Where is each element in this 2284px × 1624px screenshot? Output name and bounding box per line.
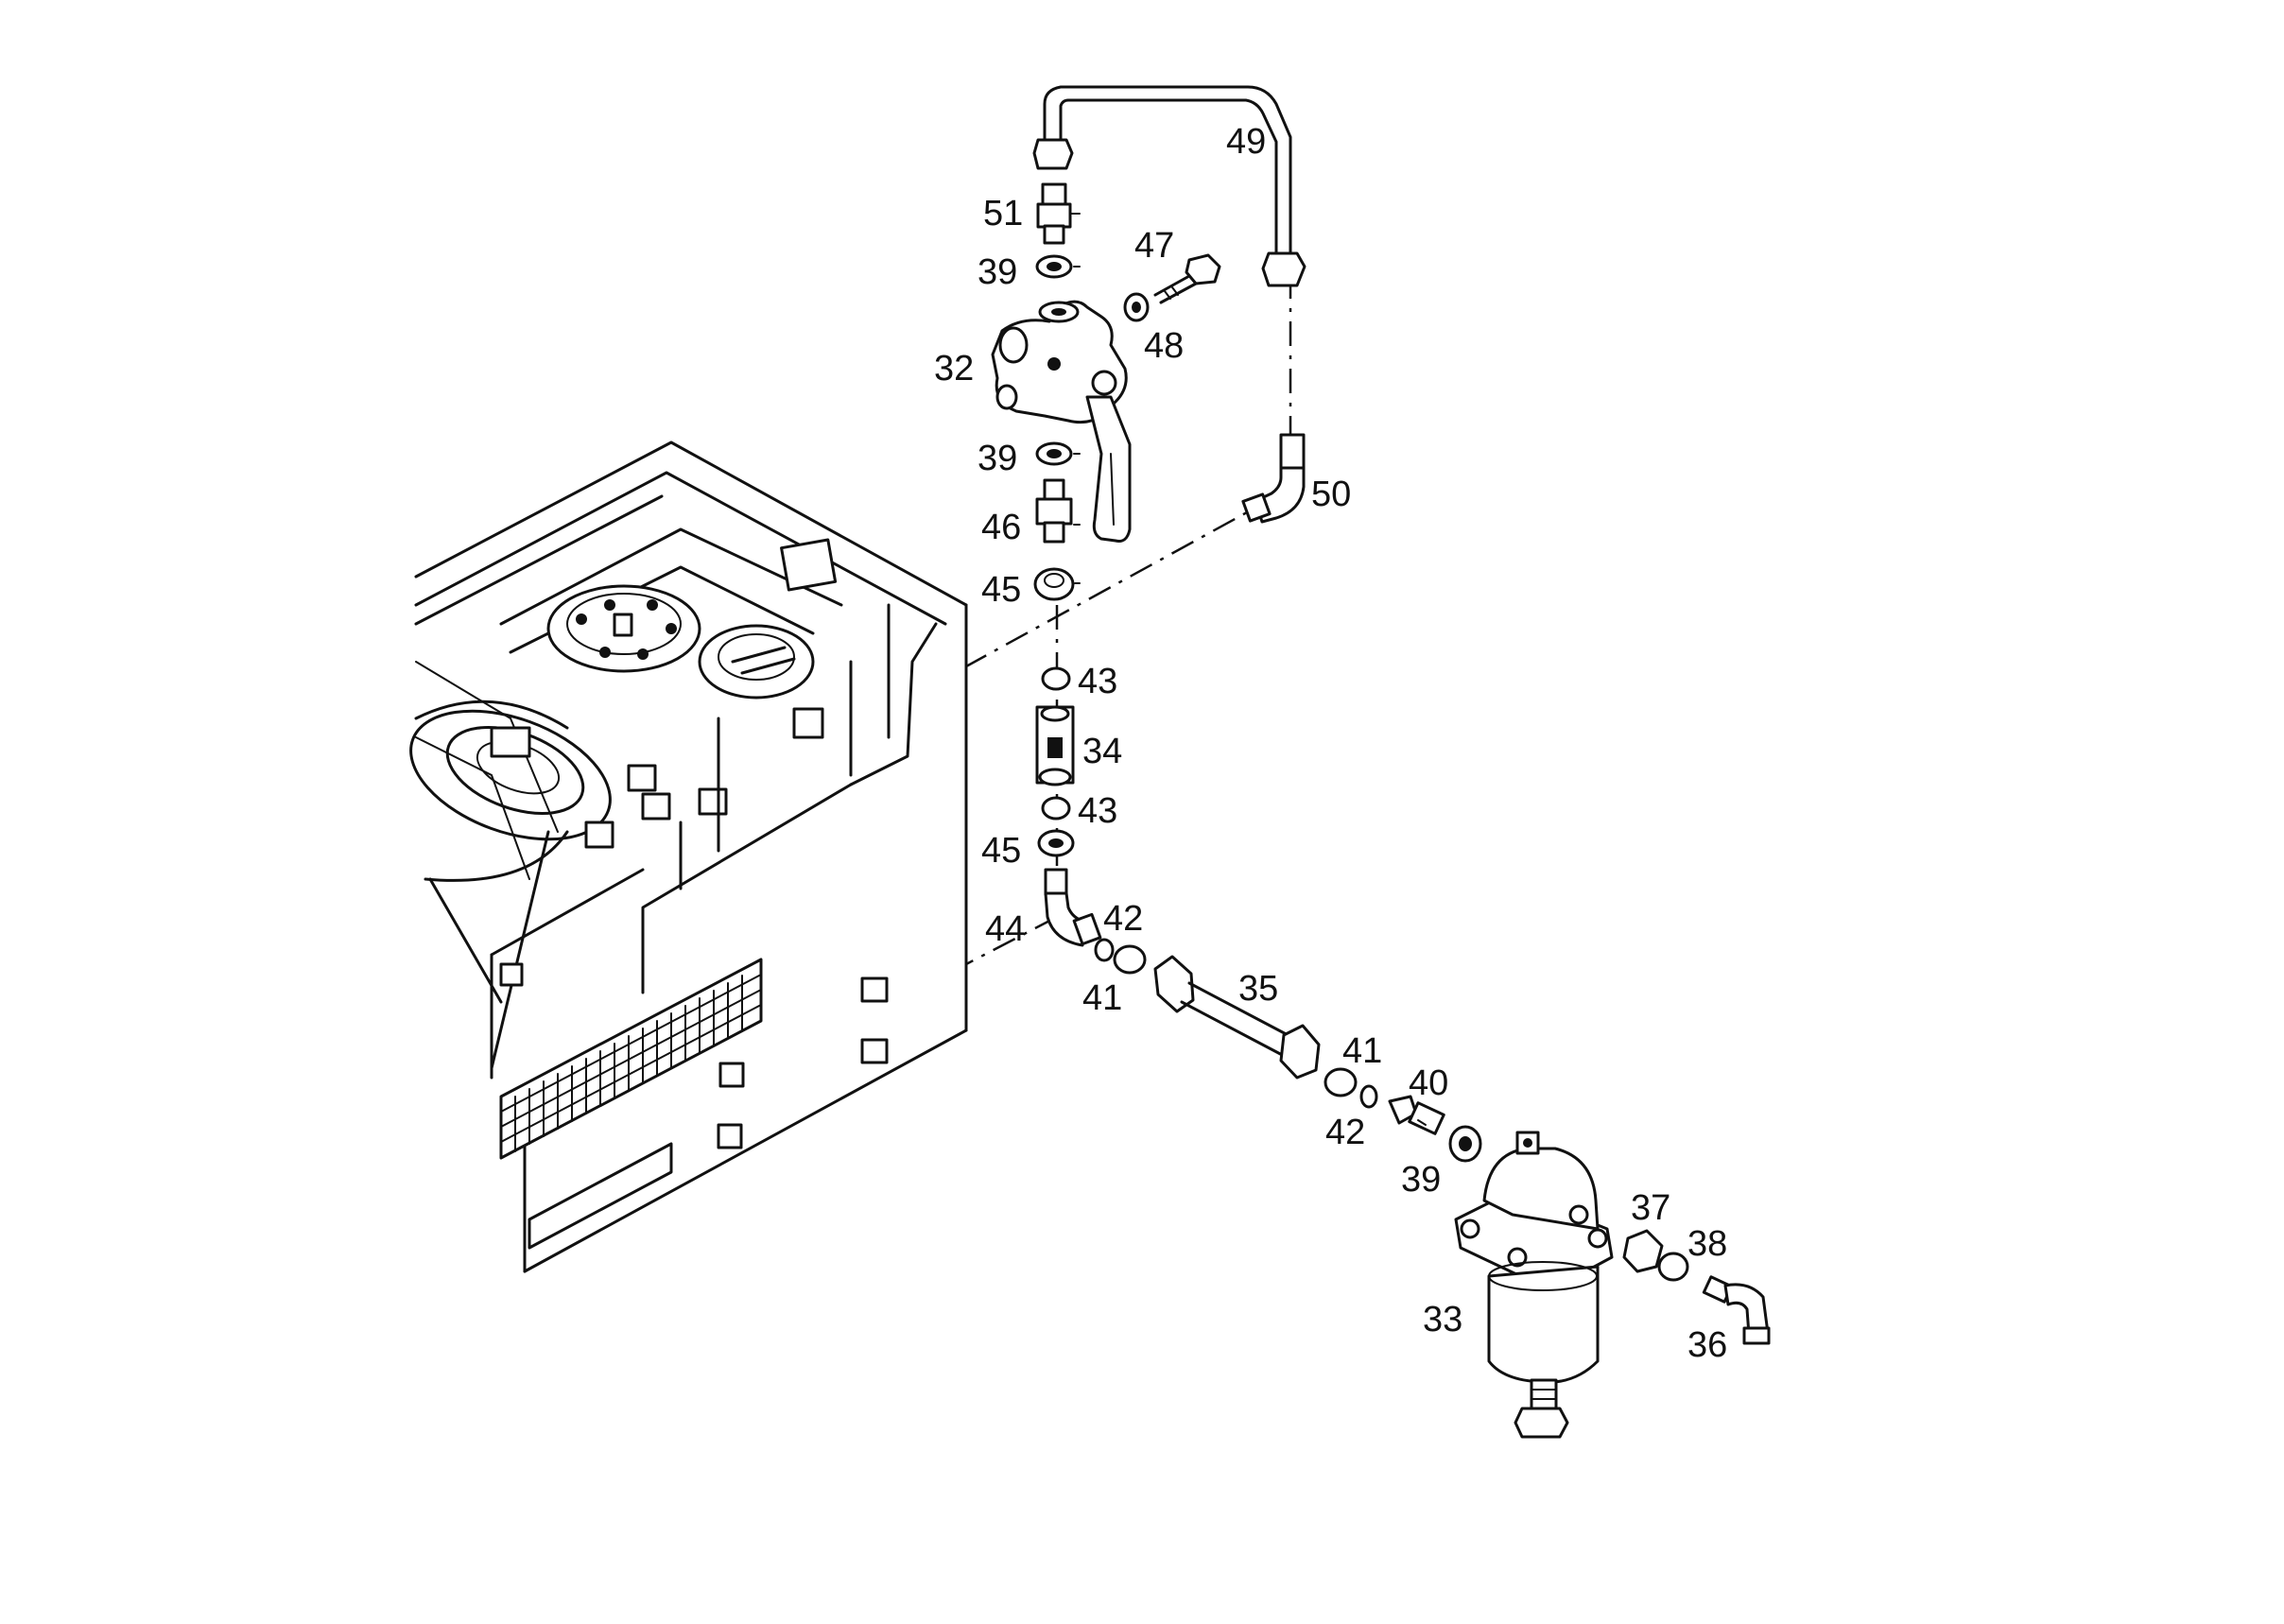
pipe-49 bbox=[1032, 85, 1306, 287]
callout-43-lower: 43 bbox=[1078, 791, 1117, 831]
callout-43-upper: 43 bbox=[1078, 662, 1117, 701]
callout-51: 51 bbox=[983, 194, 1023, 233]
callout-41-left: 41 bbox=[1082, 978, 1122, 1018]
callout-36: 36 bbox=[1687, 1325, 1727, 1365]
outlet-fittings bbox=[1622, 1229, 1771, 1345]
callout-numbers: 49 51 47 39 48 32 39 50 46 45 43 34 43 4… bbox=[934, 122, 1727, 1365]
grille-mesh bbox=[500, 974, 762, 1152]
callout-44: 44 bbox=[985, 909, 1025, 949]
callout-39-upper: 39 bbox=[978, 252, 1017, 292]
callout-45-lower: 45 bbox=[981, 831, 1021, 871]
callout-40: 40 bbox=[1409, 1063, 1448, 1103]
callout-38: 38 bbox=[1687, 1224, 1727, 1264]
machine-housing bbox=[409, 441, 968, 1273]
elbow-fitting-44 bbox=[1044, 868, 1102, 947]
callout-50: 50 bbox=[1311, 475, 1351, 514]
callout-47: 47 bbox=[1134, 226, 1174, 266]
fitting-group-right bbox=[1324, 1067, 1482, 1163]
callout-34: 34 bbox=[1082, 732, 1122, 771]
leader-lines bbox=[1069, 213, 1081, 584]
callout-32: 32 bbox=[934, 349, 974, 389]
callout-46: 46 bbox=[981, 508, 1021, 547]
callout-42-right: 42 bbox=[1325, 1113, 1365, 1152]
fuel-filter-33 bbox=[1454, 1131, 1614, 1439]
callout-49: 49 bbox=[1226, 122, 1266, 162]
callout-37: 37 bbox=[1631, 1188, 1670, 1228]
callout-42-left: 42 bbox=[1103, 899, 1143, 939]
valve-body-32 bbox=[991, 300, 1132, 543]
washer-nut-pair-left bbox=[1094, 938, 1147, 975]
callout-39-middle: 39 bbox=[978, 439, 1017, 478]
callout-41-right: 41 bbox=[1342, 1031, 1382, 1071]
callout-48: 48 bbox=[1144, 326, 1184, 366]
elbow-fitting-50 bbox=[1241, 433, 1306, 524]
upper-fitting-stack bbox=[1035, 182, 1221, 322]
callout-39-lower: 39 bbox=[1401, 1160, 1441, 1200]
middle-fitting-stack bbox=[1033, 441, 1075, 601]
pipe-35 bbox=[1153, 955, 1321, 1080]
callout-35: 35 bbox=[1238, 969, 1278, 1009]
callout-33: 33 bbox=[1423, 1300, 1462, 1339]
sight-glass-34-stack bbox=[1035, 666, 1075, 857]
callout-45-upper: 45 bbox=[981, 570, 1021, 610]
